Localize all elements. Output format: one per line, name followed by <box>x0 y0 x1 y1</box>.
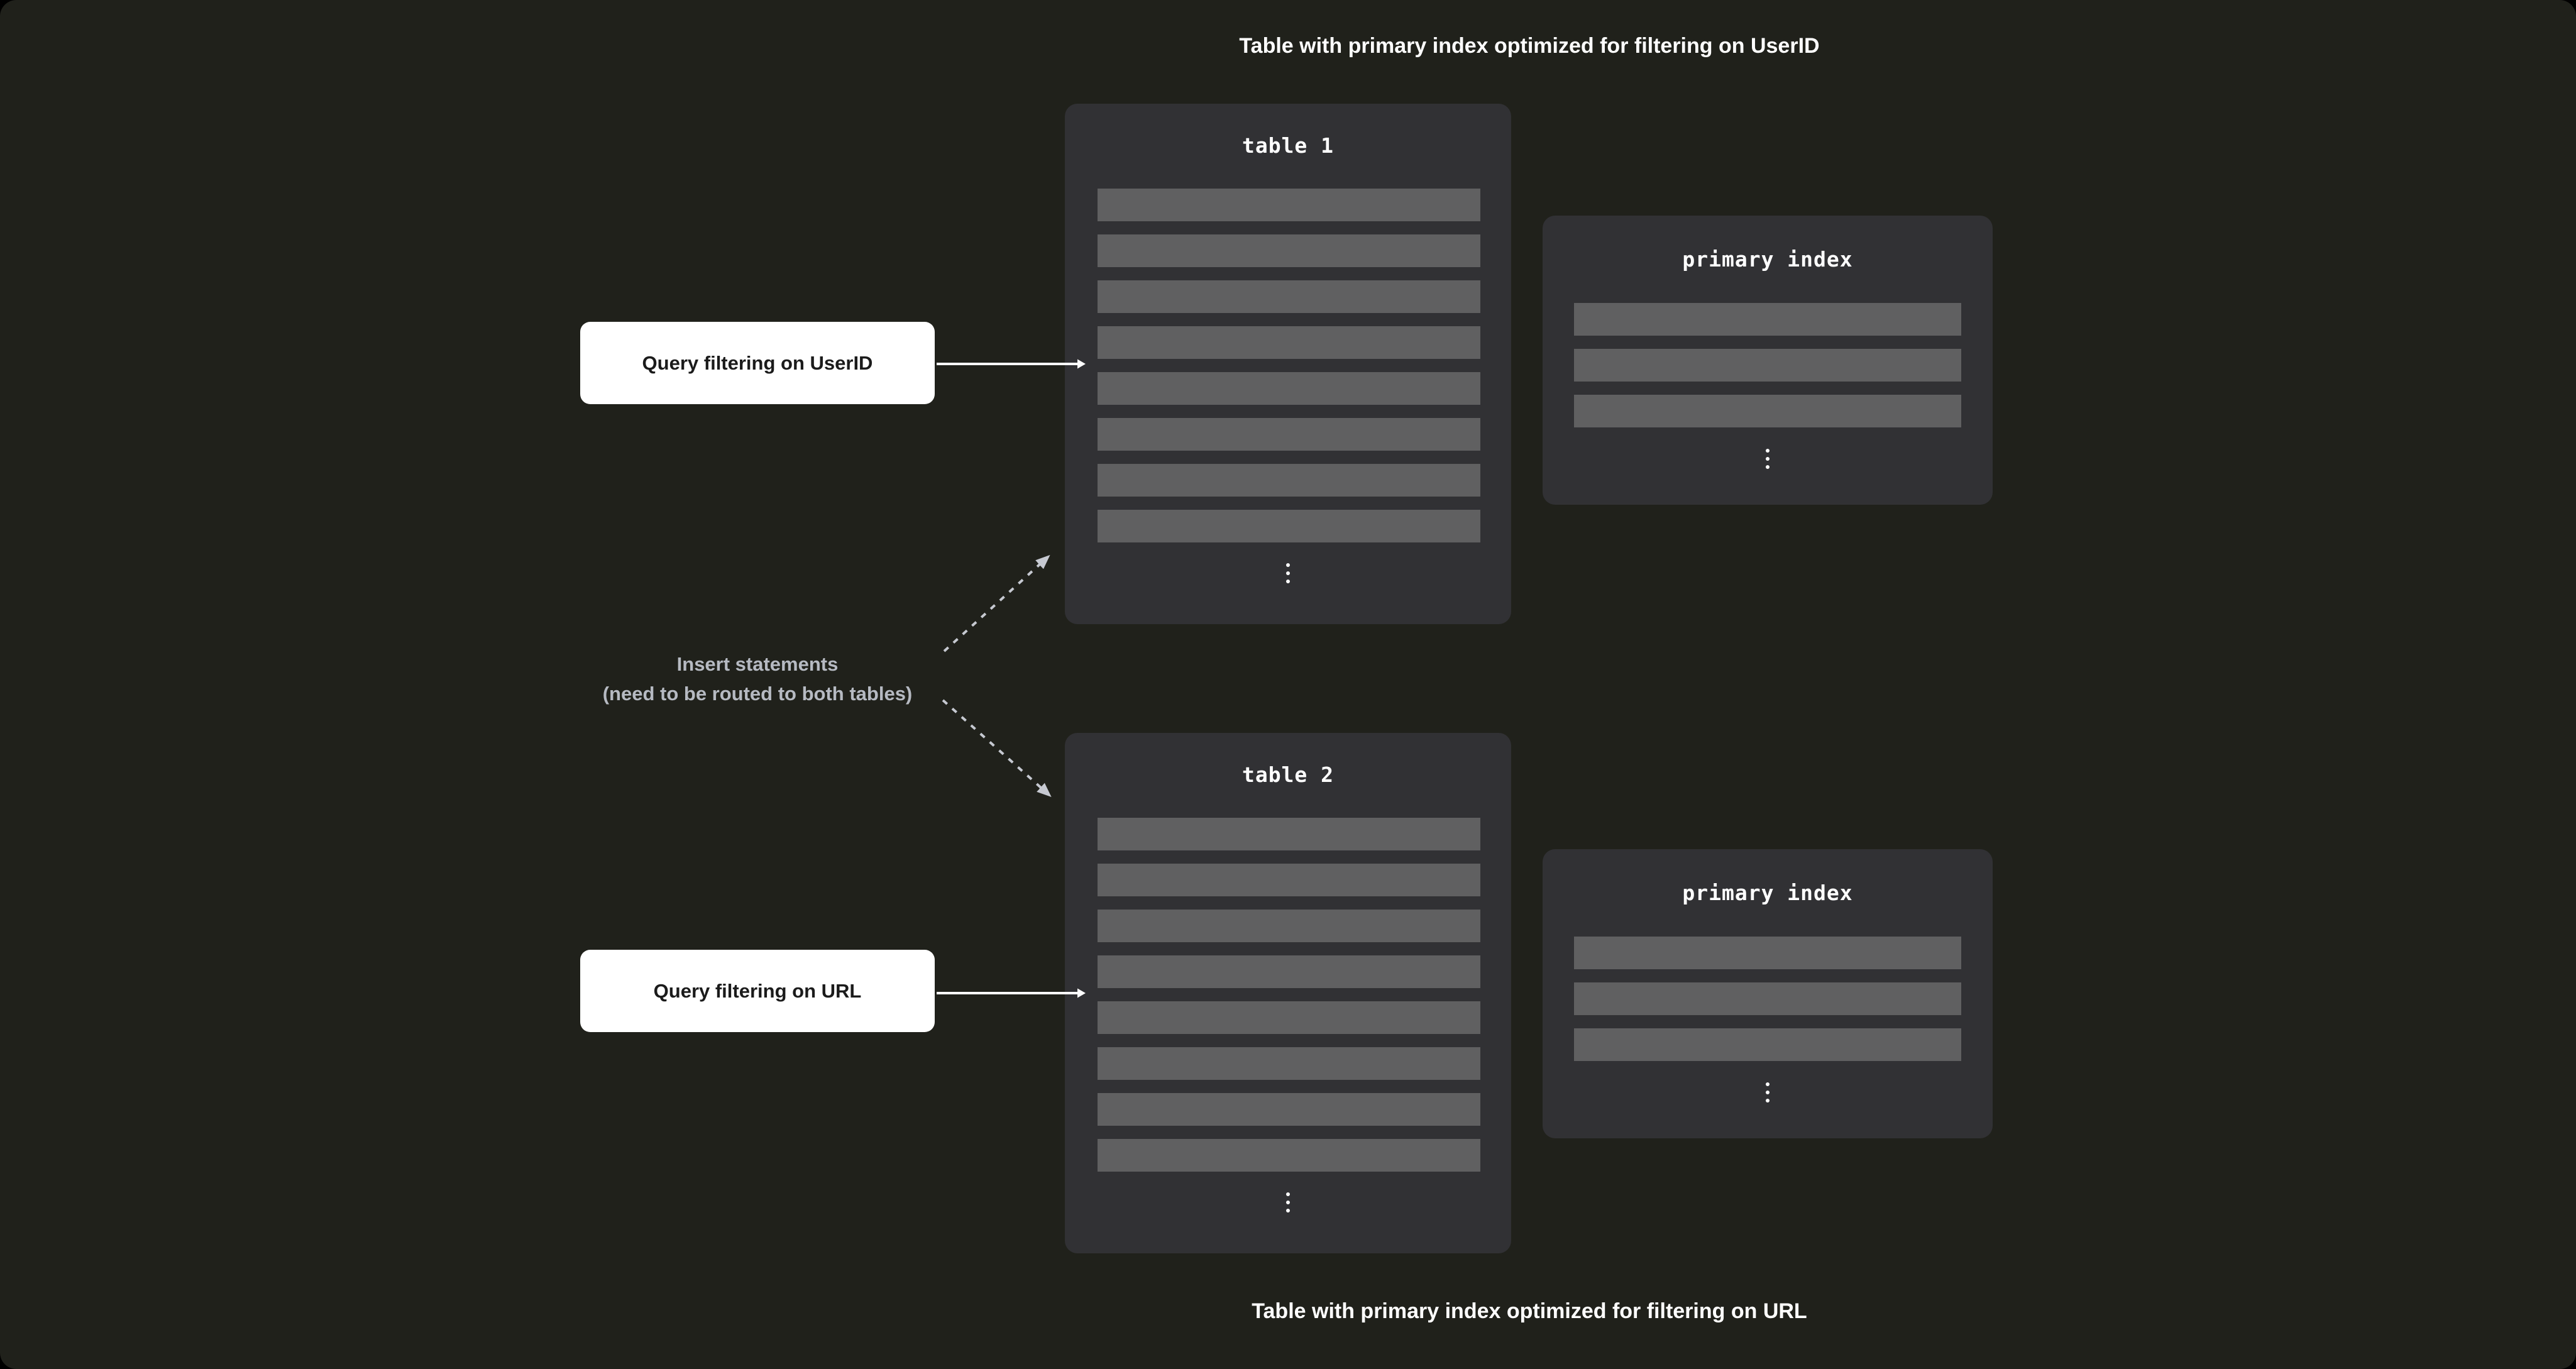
table-row <box>1098 1001 1480 1034</box>
vertical-ellipsis-icon <box>1286 1192 1290 1212</box>
table-row <box>1098 1093 1480 1126</box>
table-row <box>1098 234 1480 267</box>
table2-panel: table 2 <box>1065 733 1511 1253</box>
index-row <box>1574 395 1961 427</box>
table1-panel: table 1 <box>1065 104 1511 624</box>
query-userid-label: Query filtering on UserID <box>580 322 935 404</box>
table-row <box>1098 510 1480 542</box>
query-url-label: Query filtering on URL <box>580 950 935 1032</box>
index-row <box>1574 937 1961 969</box>
index-row <box>1574 1028 1961 1061</box>
primary-index2-panel: primary index <box>1543 849 1993 1138</box>
table-row <box>1098 372 1480 405</box>
table-row <box>1098 1139 1480 1172</box>
vertical-ellipsis-icon <box>1766 449 1770 469</box>
caption-bottom: Table with primary index optimized for f… <box>1252 1299 1807 1323</box>
table-row <box>1098 864 1480 896</box>
index-row <box>1574 303 1961 336</box>
primary-index2-title: primary index <box>1682 881 1853 905</box>
primary-index1-title: primary index <box>1682 247 1853 272</box>
table-row <box>1098 189 1480 221</box>
caption-top: Table with primary index optimized for f… <box>1239 34 1820 58</box>
table-row <box>1098 1047 1480 1080</box>
insert-note: Insert statements (need to be routed to … <box>549 649 966 708</box>
insert-note-line1: Insert statements <box>676 653 839 675</box>
table1-title: table 1 <box>1241 133 1335 158</box>
table-row <box>1098 955 1480 988</box>
primary-index1-panel: primary index <box>1543 216 1993 505</box>
primary-index2-rows <box>1574 937 1961 1061</box>
primary-index1-rows <box>1574 303 1961 427</box>
insert-arrow-to-table2 <box>942 699 1052 797</box>
table-row <box>1098 280 1480 313</box>
insert-note-line2: (need to be routed to both tables) <box>602 683 913 705</box>
table-row <box>1098 326 1480 359</box>
table1-rows <box>1098 189 1480 542</box>
table-row <box>1098 418 1480 451</box>
table-row <box>1098 910 1480 942</box>
table2-rows <box>1098 818 1480 1172</box>
index-row <box>1574 982 1961 1015</box>
table-row <box>1098 464 1480 497</box>
vertical-ellipsis-icon <box>1286 563 1290 583</box>
insert-arrow-to-table1 <box>943 554 1050 652</box>
index-row <box>1574 349 1961 382</box>
table2-title: table 2 <box>1241 762 1335 787</box>
table-row <box>1098 818 1480 850</box>
vertical-ellipsis-icon <box>1766 1082 1770 1102</box>
